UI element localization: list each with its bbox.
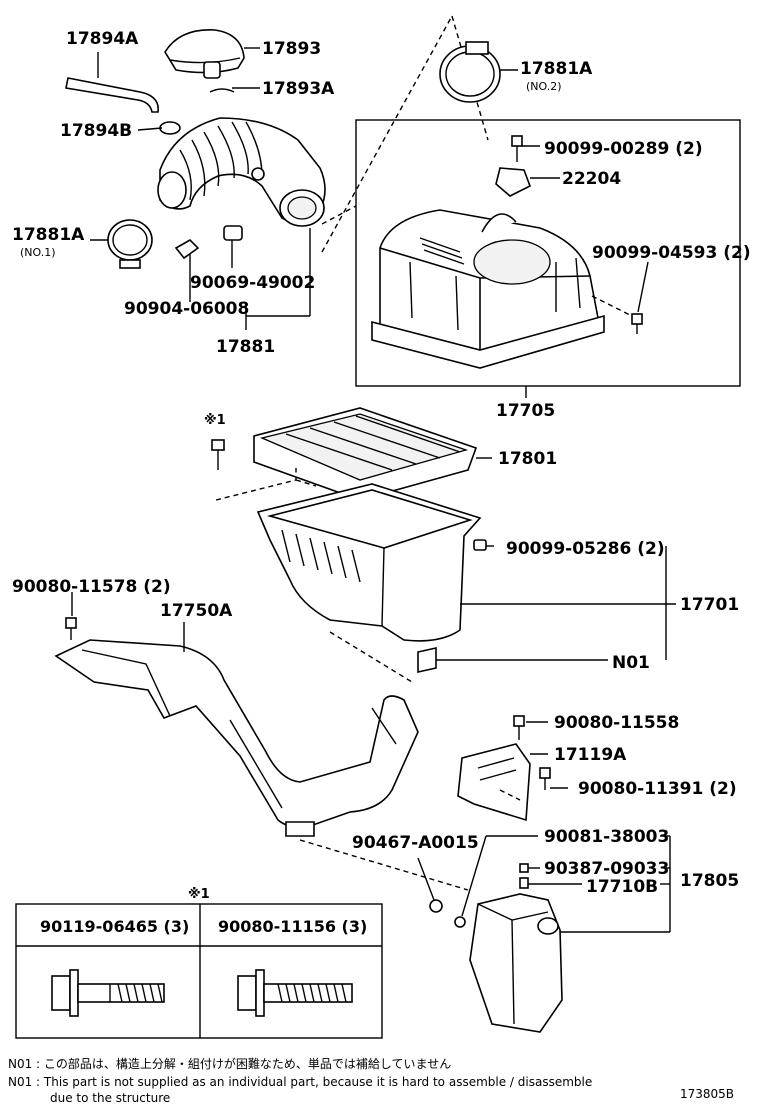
label-90069-49002: 90069-49002: [190, 273, 315, 293]
label-17894A: 17894A: [66, 29, 139, 49]
clamp-no2-illustration: [439, 41, 518, 103]
label-17881A-no2: 17881A: [520, 59, 593, 79]
label-17894B: 17894B: [60, 121, 132, 141]
label-17710B: 17710B: [586, 877, 658, 897]
table-mark1: ※1: [188, 887, 210, 902]
label-17881A-no1: 17881A: [12, 225, 85, 245]
resonator-illustration: [429, 863, 563, 1033]
label-90080-11391: 90080-11391 (2): [578, 779, 737, 799]
label-17805: 17805: [680, 871, 739, 891]
bracket-illustration: [457, 715, 551, 822]
table-col1: 90119-06465 (3): [40, 917, 189, 936]
air-cleaner-hose-illustration: [65, 29, 326, 269]
label-22204: 22204: [562, 169, 621, 189]
bolt-table: ※1 90119-06465 (3) 90080-11156 (3): [15, 887, 383, 1039]
label-mark1-top: ※1: [204, 413, 226, 428]
label-17881: 17881: [216, 337, 275, 357]
leader-lines-top-left: [90, 15, 489, 330]
label-90081-38003: 90081-38003: [544, 827, 669, 847]
label-90099-00289: 90099-00289 (2): [544, 139, 703, 159]
table-col2: 90080-11156 (3): [218, 917, 367, 936]
air-cleaner-cap-illustration: [371, 135, 643, 369]
label-no1: (NO.1): [20, 246, 56, 259]
bolt-flange-icon: [51, 969, 165, 1017]
label-90387-09033: 90387-09033: [544, 859, 669, 879]
label-17893: 17893: [262, 39, 321, 59]
bolt-mark1-illustration: [211, 439, 225, 470]
diagram-id: 173805B: [680, 1087, 734, 1101]
label-90904-06008: 90904-06008: [124, 299, 249, 319]
cap-assembly-box: [355, 119, 741, 387]
label-N01: N01: [612, 653, 650, 673]
label-no2: (NO.2): [526, 80, 562, 93]
label-90099-05286: 90099-05286 (2): [506, 539, 665, 559]
part-labels: 17894A 17893 17893A 17894B 17881A (NO.1)…: [12, 29, 751, 897]
leader-lines-lower-right: [417, 721, 671, 933]
footnotes: N01 : この部品は、構造上分解・組付けが困難なため、単品では補給していません…: [8, 1056, 734, 1105]
label-90099-04593: 90099-04593 (2): [592, 243, 751, 263]
label-90467-A0015: 90467-A0015: [352, 833, 479, 853]
air-cleaner-case-illustration: [256, 483, 487, 673]
filter-element-illustration: [253, 407, 492, 501]
label-17893A: 17893A: [262, 79, 335, 99]
label-90080-11558: 90080-11558: [554, 713, 679, 733]
label-17701: 17701: [680, 595, 739, 615]
inlet-duct-illustration: [54, 617, 419, 837]
leader-lines-box: [522, 145, 649, 398]
note-jp: N01 : この部品は、構造上分解・組付けが困難なため、単品では補給していません: [8, 1056, 451, 1071]
note-en-line2: due to the structure: [50, 1091, 170, 1105]
leader-lines-lower-left: [71, 592, 469, 891]
label-17705: 17705: [496, 401, 555, 421]
note-en-line1: N01 : This part is not supplied as an in…: [8, 1075, 592, 1089]
leader-lines-middle: [215, 468, 676, 683]
label-17750A: 17750A: [160, 601, 233, 621]
label-17119A: 17119A: [554, 745, 627, 765]
bolt-washer-icon: [237, 969, 353, 1017]
label-90080-11578: 90080-11578 (2): [12, 577, 171, 597]
label-17801: 17801: [498, 449, 557, 469]
